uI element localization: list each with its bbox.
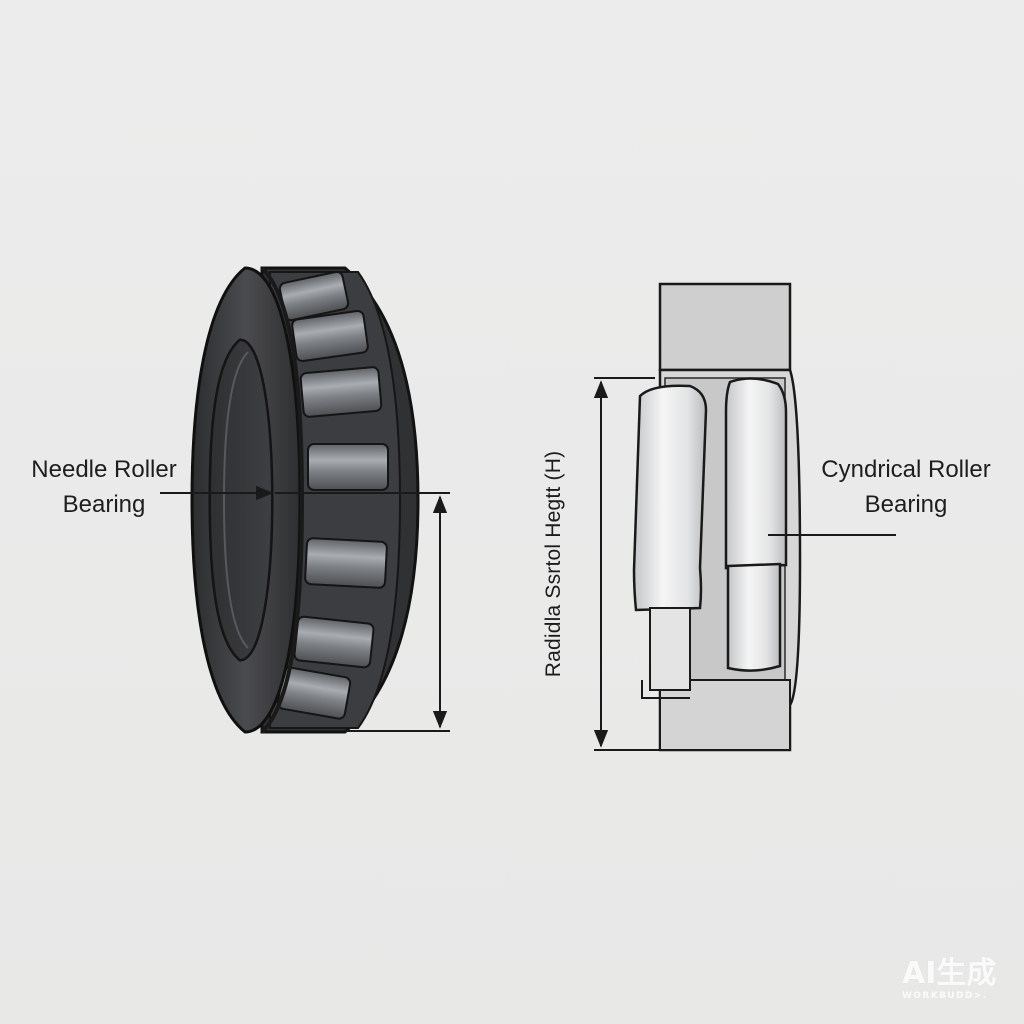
shaft-bracket — [641, 680, 690, 699]
needle-roller-bearing — [190, 266, 420, 734]
radial-height-text: Radidla Ssrtol Hegtt (H) — [542, 450, 565, 678]
bearing-ring-highlight — [260, 266, 305, 734]
cylindrical-roller-right-lower — [726, 562, 782, 672]
cylindrical-label-line1: Cyndrical Roller — [821, 456, 991, 483]
bearing-ring-bevel — [222, 351, 249, 649]
needle-roller — [293, 615, 375, 669]
needle-roller — [291, 309, 369, 363]
watermark-sub: WORKBUDD>. — [902, 991, 988, 1001]
housing-upper-block — [658, 282, 792, 372]
watermark: AI生成 WORKBUDD>. — [902, 958, 1014, 1002]
cylindrical-roller-bearing — [632, 282, 802, 752]
watermark-main: AI生成 — [902, 956, 997, 991]
needle-roller — [307, 443, 389, 491]
bearing-bore — [208, 338, 274, 662]
cylindrical-roller-right — [724, 377, 788, 570]
cylindrical-label-line2: Bearing — [864, 490, 948, 518]
needle-roller — [299, 366, 383, 418]
needle-label-line1: Needle Roller — [31, 456, 177, 483]
cylindrical-roller-label: Cyndrical Roller Bearing — [804, 453, 1008, 523]
cylindrical-roller-left-shaft — [649, 607, 691, 691]
needle-rollers — [276, 270, 389, 720]
cylindrical-roller-left — [632, 384, 708, 612]
needle-roller-label: Needle Roller Bearing — [14, 453, 194, 523]
needle-roller — [304, 537, 388, 589]
dimension-lines — [160, 377, 896, 751]
housing-bottom-step — [659, 679, 791, 751]
needle-label-line2: Bearing — [62, 490, 146, 518]
